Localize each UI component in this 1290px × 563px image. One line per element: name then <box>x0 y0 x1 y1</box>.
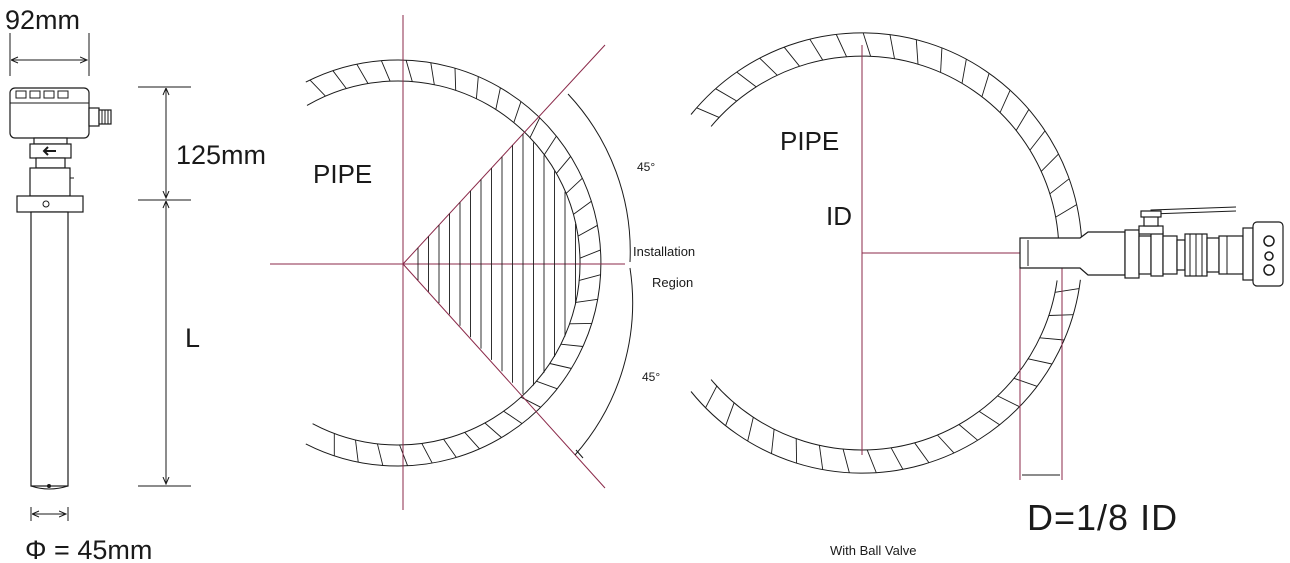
hatch-line <box>696 107 720 118</box>
top-height-label: 125mm <box>176 140 266 170</box>
hatch-line <box>725 402 735 426</box>
hatch-line <box>759 57 778 76</box>
hatch-line <box>454 68 457 91</box>
hatch-line <box>1028 358 1052 365</box>
hatch-line <box>915 39 919 65</box>
installation-sector <box>417 133 576 395</box>
hatch-line <box>940 47 943 73</box>
hatch-line <box>1055 204 1077 218</box>
ball-valve <box>1124 206 1284 287</box>
hatch-line <box>513 101 522 123</box>
hatch-line <box>961 59 967 84</box>
hatch-line <box>356 63 369 84</box>
hatch-line <box>914 442 930 463</box>
hatch-line <box>376 443 384 466</box>
hatch-line <box>464 431 480 450</box>
pipe-label-right: PIPE <box>780 126 839 156</box>
hatch-line <box>575 298 598 303</box>
hatch-line <box>579 274 601 281</box>
head-width-label: 92mm <box>5 5 80 35</box>
hatch-line <box>549 363 572 369</box>
sensor-housing <box>9 87 112 490</box>
hatch-line <box>1029 130 1046 151</box>
hatch-line <box>1039 337 1065 341</box>
hatch-line <box>1040 153 1059 172</box>
depth-label: D=1/8 ID <box>1027 497 1178 538</box>
pipe-label-middle: PIPE <box>313 159 372 189</box>
hatch-line <box>937 434 955 454</box>
hatch-line <box>978 411 1000 426</box>
angle-arc-top <box>567 93 631 263</box>
angle-bottom-label: 45° <box>642 370 660 384</box>
hatch-line <box>332 70 347 89</box>
angle-top-label: 45° <box>637 160 655 174</box>
hatch-line <box>443 438 457 458</box>
hatch-line <box>573 200 592 215</box>
hatch-line <box>484 422 502 438</box>
hatch-line <box>565 177 583 194</box>
hatch-line <box>579 249 601 259</box>
hatch-line <box>543 135 557 155</box>
hatch-line <box>771 429 775 454</box>
hatch-line <box>430 62 435 85</box>
hatch-line <box>309 79 326 97</box>
hatch-line <box>1054 288 1080 293</box>
hatch-line <box>747 417 754 442</box>
hatch-line <box>577 224 598 237</box>
hatch-line <box>999 90 1011 113</box>
hatch-line <box>1048 314 1074 316</box>
ball-valve-caption: With Ball Valve <box>830 543 916 558</box>
hatch-line <box>736 71 757 88</box>
hatch-line <box>809 39 824 61</box>
hatch-line <box>405 60 413 82</box>
hatch-line <box>866 449 877 473</box>
hatch-line <box>556 156 572 174</box>
diameter-label: Φ = 45mm <box>25 535 152 563</box>
hatch-line <box>981 73 990 97</box>
ball-valve-diagram: PIPE ID D=1/8 ID With Ball Valve <box>690 32 1284 558</box>
hatch-line <box>1013 377 1038 387</box>
hatch-line <box>529 117 541 138</box>
upper-45-line <box>402 44 606 265</box>
hatch-line <box>997 395 1020 408</box>
hatch-line <box>818 445 824 470</box>
installation-region-diagram: PIPE 45° 45° Installation Region <box>270 15 695 510</box>
hatch-line <box>495 87 501 110</box>
hatch-line <box>715 88 737 102</box>
hatch-line <box>862 32 872 57</box>
hatch-line <box>475 76 479 99</box>
angle-arc-bottom <box>574 267 634 456</box>
hatch-line <box>705 385 718 408</box>
hatch-line <box>560 343 584 347</box>
pipe-wall-hatch-right <box>696 32 1080 473</box>
hatch-line <box>783 46 800 67</box>
hatch-line <box>1049 178 1070 195</box>
valve-nozzle <box>1019 231 1126 276</box>
hatch-line <box>503 410 523 424</box>
hatch-line <box>421 443 433 464</box>
pipe-wall-hatch <box>309 60 601 466</box>
hatch-line <box>399 444 409 466</box>
hatch-line <box>842 448 850 473</box>
hatch-line <box>958 424 978 441</box>
hatch-line <box>536 380 558 390</box>
region-label-line1: Installation <box>633 244 695 259</box>
hatch-line <box>380 60 391 82</box>
length-label: L <box>185 323 200 353</box>
region-label-line2: Region <box>652 275 693 290</box>
hatch-line <box>890 447 904 470</box>
hatch-line <box>889 34 895 59</box>
id-label: ID <box>826 201 852 231</box>
hatch-line <box>1015 109 1030 131</box>
hatch-line <box>835 34 847 57</box>
lower-45-line <box>402 263 606 489</box>
hatch-line <box>355 439 359 463</box>
sensor-drawing: 92mm <box>5 5 266 563</box>
